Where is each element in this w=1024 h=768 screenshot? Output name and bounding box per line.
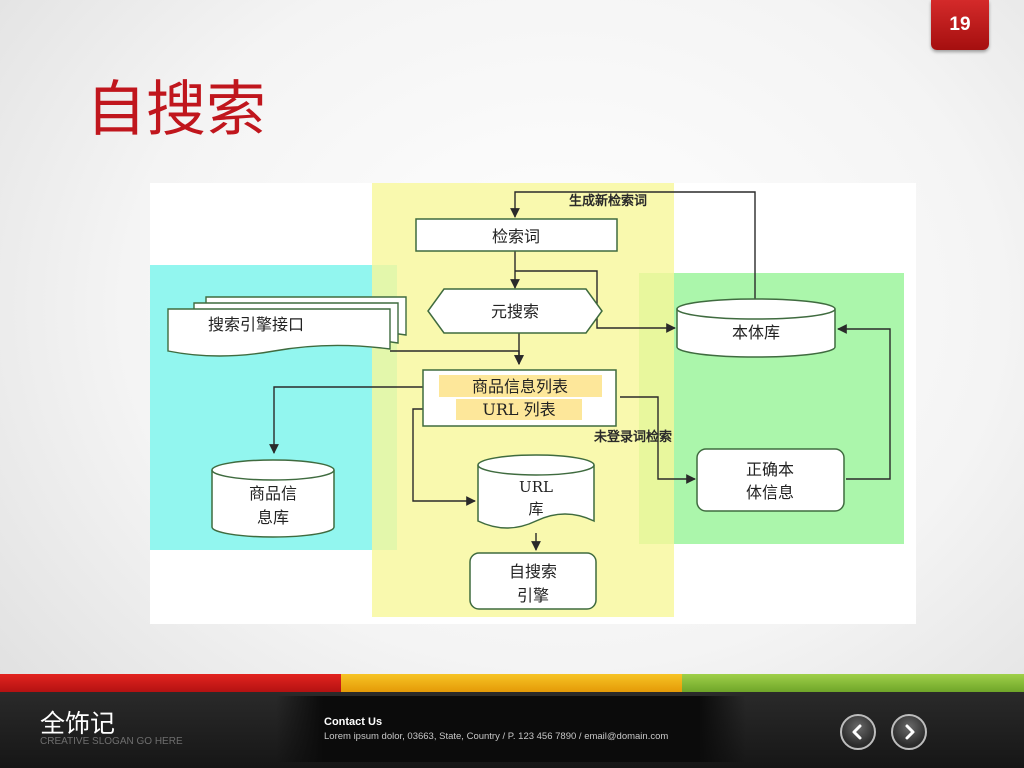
node-search-api-label: 搜索引擎接口 bbox=[208, 315, 304, 334]
footer-slogan: CREATIVE SLOGAN GO HERE bbox=[40, 736, 183, 747]
node-product-db-label-2: 息库 bbox=[257, 508, 289, 527]
label-generate-new-terms: 生成新检索词 bbox=[569, 193, 647, 209]
node-product-db-label-1: 商品信 bbox=[249, 484, 297, 503]
chevron-right-icon bbox=[905, 724, 915, 740]
edge-list-to-productdb bbox=[269, 386, 440, 454]
slide-title: 自搜索 bbox=[86, 75, 266, 145]
page-number-badge: 19 bbox=[931, 0, 989, 50]
edge-ontology-to-query bbox=[510, 191, 756, 301]
node-meta-search bbox=[427, 288, 603, 334]
contact-box: Contact Us Lorem ipsum dolor, 03663, Sta… bbox=[276, 696, 746, 762]
footer-color-bar bbox=[0, 674, 1024, 692]
footer: 全饰记 CREATIVE SLOGAN GO HERE Contact Us L… bbox=[0, 692, 1024, 768]
node-url-db-label-2: 库 bbox=[528, 500, 543, 518]
node-product-list-label: 商品信息列表 bbox=[472, 377, 568, 396]
node-meta-search-label: 元搜索 bbox=[491, 302, 539, 321]
previous-slide-button[interactable] bbox=[840, 714, 876, 750]
node-correct-info-label-1: 正确本 bbox=[746, 460, 794, 479]
color-bar-yellow bbox=[341, 674, 682, 692]
contact-text: Lorem ipsum dolor, 03663, State, Country… bbox=[324, 731, 669, 742]
node-self-search-label-2: 引擎 bbox=[517, 586, 549, 605]
node-correct-info bbox=[696, 448, 845, 512]
color-bar-red bbox=[0, 674, 341, 692]
node-self-search-engine bbox=[469, 552, 597, 610]
footer-brand: 全饰记 bbox=[40, 709, 116, 738]
product-list-highlight bbox=[439, 375, 602, 397]
node-correct-info-label-2: 体信息 bbox=[746, 483, 794, 502]
node-search-api bbox=[167, 296, 407, 357]
label-unregistered-search: 未登录词检索 bbox=[593, 429, 672, 445]
flow-diagram-svg: 生成新检索词 未登录词检索 检索词 元搜索 搜索引擎接口 商品信息列表 URL … bbox=[150, 183, 904, 617]
edge-list-to-correctinfo bbox=[620, 396, 696, 484]
node-query-words bbox=[415, 218, 618, 252]
node-ontology-db-label: 本体库 bbox=[732, 323, 780, 342]
url-list-highlight bbox=[456, 399, 582, 420]
next-slide-button[interactable] bbox=[891, 714, 927, 750]
node-url-db-label-1: URL bbox=[519, 478, 553, 496]
node-query-words-label: 检索词 bbox=[492, 227, 540, 246]
node-ontology-db bbox=[676, 298, 836, 358]
chevron-left-icon bbox=[852, 724, 862, 740]
edge-query-to-ontology bbox=[515, 270, 676, 333]
page-number: 19 bbox=[949, 14, 971, 35]
color-bar-green bbox=[682, 674, 1024, 692]
contact-title: Contact Us bbox=[324, 716, 383, 728]
node-url-db bbox=[477, 454, 595, 529]
node-product-db bbox=[211, 459, 335, 538]
node-url-list-label: URL 列表 bbox=[482, 400, 555, 419]
node-self-search-label-1: 自搜索 bbox=[509, 562, 557, 581]
flow-diagram: 生成新检索词 未登录词检索 检索词 元搜索 搜索引擎接口 商品信息列表 URL … bbox=[150, 183, 916, 624]
edge-correctinfo-to-ontology bbox=[837, 324, 891, 480]
